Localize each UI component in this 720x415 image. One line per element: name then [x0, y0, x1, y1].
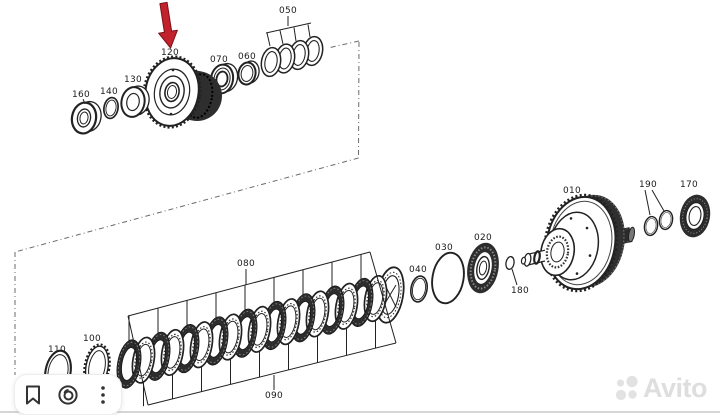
avito-watermark-text: Avito [643, 373, 708, 403]
part-label-120: 120 [161, 48, 179, 58]
visual-search-button[interactable] [53, 378, 83, 412]
part-label-100: 100 [83, 334, 101, 344]
bookmark-icon [25, 385, 40, 404]
part-label-020: 020 [474, 233, 492, 243]
red-arrow-pointing-to-120 [158, 1, 178, 49]
part-label-160: 160 [72, 90, 90, 100]
part-label-060: 060 [238, 52, 256, 62]
lens-icon [58, 384, 78, 405]
part-label-190: 190 [639, 180, 657, 190]
part-label-040: 040 [409, 265, 427, 275]
part-label-070: 070 [210, 55, 228, 65]
kebab-menu-icon [101, 385, 106, 404]
part-label-110: 110 [48, 345, 66, 355]
part-label-170: 170 [680, 180, 698, 190]
part-label-030: 030 [435, 243, 453, 253]
part-label-180: 180 [511, 286, 529, 296]
group-brackets [127, 251, 397, 407]
bottom-divider [0, 411, 720, 413]
part-label-050: 050 [279, 6, 297, 16]
diagram-parts [44, 16, 711, 395]
part-labels: 050 120 070 060 130 140 160 010 190 170 020 030 040 1… [48, 6, 698, 401]
bookmark-button[interactable] [18, 378, 48, 412]
part-label-130: 130 [124, 75, 142, 85]
more-button[interactable] [88, 378, 118, 412]
part-label-090: 090 [265, 391, 283, 401]
part-label-140: 140 [100, 87, 118, 97]
avito-watermark: Avito [612, 370, 720, 406]
detail-boundary-dashes [14, 40, 360, 375]
part-label-010: 010 [563, 186, 581, 196]
part-label-080: 080 [237, 259, 255, 269]
avito-logo-dots-icon [615, 375, 638, 401]
image-actions-toolbar [14, 374, 122, 415]
